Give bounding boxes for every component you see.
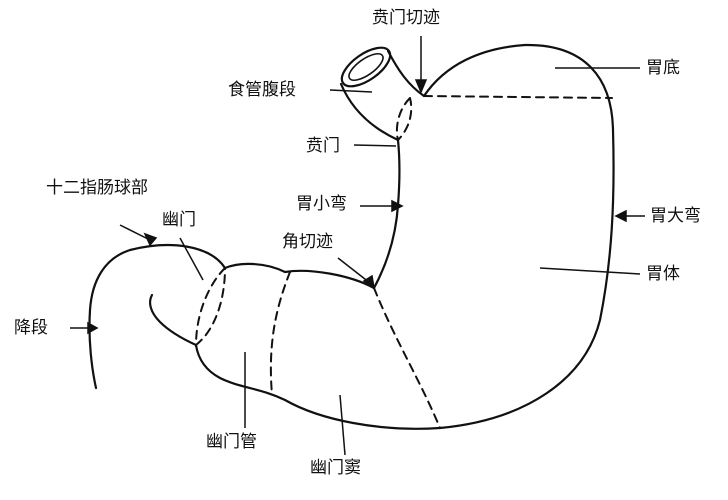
label-descending-part: 降段 (14, 318, 48, 338)
label-body: 胃体 (646, 264, 680, 284)
label-pyloric-antrum: 幽门窦 (310, 458, 361, 478)
label-fundus: 胃底 (646, 58, 680, 78)
label-cardia: 贲门 (306, 136, 340, 156)
esophagus-left-wall (339, 82, 400, 142)
label-lesser-curvature: 胃小弯 (296, 194, 347, 214)
esophagus-opening (340, 46, 392, 88)
label-angular-incisure: 角切迹 (282, 232, 333, 252)
fundus-boundary-dashed (423, 95, 613, 99)
label-pylorus: 幽门 (162, 210, 196, 230)
esophagus-right-wall (386, 49, 426, 98)
antrum-top-outline (223, 262, 376, 290)
label-greater-curvature: 胃大弯 (650, 206, 701, 226)
label-pyloric-canal: 幽门管 (206, 432, 257, 452)
cardia-ring-dashed (395, 97, 413, 142)
duodenal-bulb-top (88, 244, 227, 390)
angular-boundary-dashed (373, 287, 441, 429)
duodenal-bulb-bottom (149, 293, 198, 347)
greater-curvature-outline (194, 43, 615, 430)
label-cardiac-notch: 贲门切迹 (372, 8, 440, 28)
canal-antrum-boundary-dashed (269, 271, 291, 396)
lesser-curvature-outline (372, 138, 401, 290)
label-duodenal-bulb: 十二指肠球部 (46, 178, 148, 198)
label-abdominal-esophagus: 食管腹段 (228, 80, 296, 100)
pylorus-ring-dashed (194, 267, 226, 348)
